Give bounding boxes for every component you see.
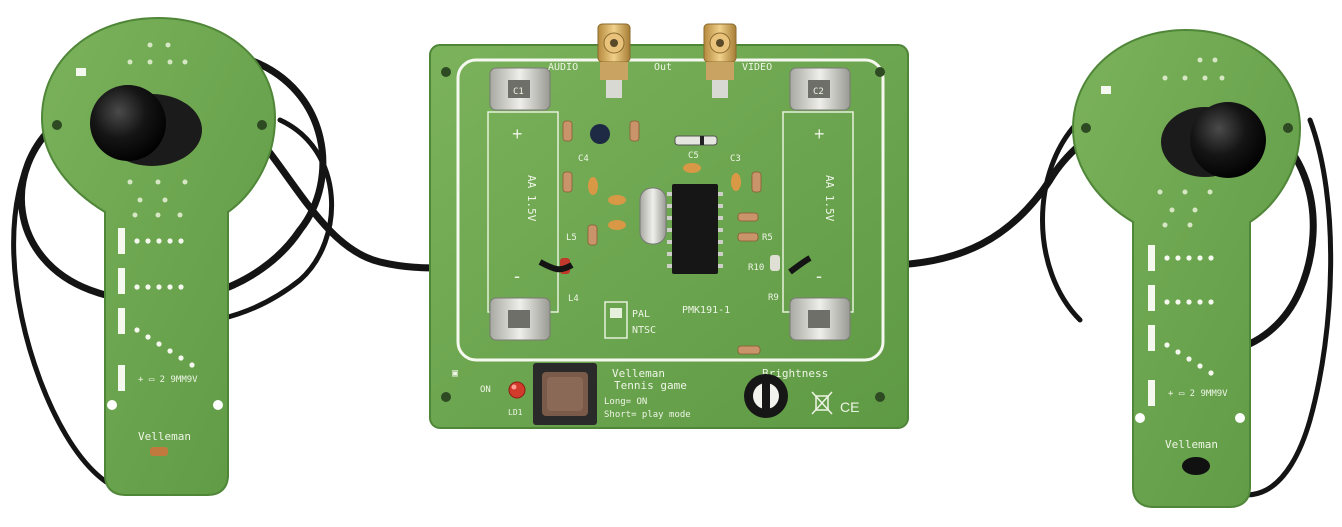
button-help-short: Short= play mode bbox=[604, 410, 691, 420]
out-label: Out bbox=[654, 62, 672, 73]
power-led bbox=[508, 381, 526, 399]
right-paddle-controller[interactable]: + ▭ 2 9MM9V Velleman bbox=[1071, 28, 1302, 508]
board-product-name: Tennis game bbox=[614, 379, 687, 392]
diode bbox=[674, 135, 718, 146]
corner-mark: ▣ bbox=[452, 368, 458, 379]
battery-label-c1: C1 bbox=[513, 87, 524, 97]
diode-band bbox=[700, 136, 704, 145]
chip-label: PMK191-1 bbox=[682, 305, 730, 316]
mount-hole bbox=[52, 120, 62, 130]
label-l4: L4 bbox=[568, 294, 579, 304]
jumper-pad bbox=[610, 308, 622, 318]
brightness-potentiometer[interactable] bbox=[744, 374, 788, 418]
right-paddle-grommet bbox=[1182, 457, 1210, 475]
right-paddle-brand: Velleman bbox=[1165, 438, 1218, 451]
left-battery-note: + ▭ 2 9MM9V bbox=[138, 375, 198, 385]
ic-pins bbox=[667, 192, 723, 268]
ceramic-capacitors bbox=[588, 163, 741, 230]
minus-sign-left: - bbox=[514, 266, 520, 286]
mount-hole bbox=[875, 67, 885, 77]
main-game-board: C1 C2 + + - - AA 1.5V AA 1.5V AUDIO Out … bbox=[429, 23, 909, 429]
solder-pads bbox=[1157, 57, 1225, 228]
mount-hole bbox=[1283, 123, 1293, 133]
rca-video-jack bbox=[703, 23, 737, 98]
label-l5: L5 bbox=[566, 233, 577, 243]
button-help-long: Long= ON bbox=[604, 397, 647, 407]
audio-label: AUDIO bbox=[548, 62, 578, 73]
left-paddle-controller[interactable]: + ▭ 2 9MM9V Velleman bbox=[40, 16, 277, 496]
plus-sign-left: + bbox=[512, 124, 523, 144]
mount-hole bbox=[875, 392, 885, 402]
mount-hole bbox=[107, 400, 117, 410]
crystal-oscillator bbox=[639, 187, 667, 245]
left-paddle-pcb bbox=[40, 16, 277, 496]
corner-marking bbox=[1101, 86, 1111, 94]
mount-hole bbox=[1081, 123, 1091, 133]
mount-hole bbox=[1135, 413, 1145, 423]
battery-label-c2: C2 bbox=[813, 87, 824, 97]
left-paddle-knob[interactable] bbox=[90, 85, 166, 161]
brightness-label: Brightness bbox=[762, 367, 828, 380]
battery-type-right: AA 1.5V bbox=[823, 175, 836, 222]
corner-marking bbox=[76, 68, 86, 76]
ce-mark: CE bbox=[840, 399, 859, 415]
weee-bin-icon bbox=[811, 391, 833, 415]
right-paddle-knob[interactable] bbox=[1190, 102, 1266, 178]
board-wire-left bbox=[538, 259, 574, 273]
label-r9: R9 bbox=[768, 293, 779, 303]
label-c3: C3 bbox=[730, 154, 741, 164]
right-score-leds bbox=[1148, 245, 1214, 406]
mount-hole bbox=[1235, 413, 1245, 423]
left-score-leds bbox=[118, 228, 195, 391]
label-pal: PAL bbox=[632, 309, 650, 320]
battery-type-left: AA 1.5V bbox=[525, 175, 538, 222]
label-r10: R10 bbox=[748, 263, 764, 273]
label-c4: C4 bbox=[578, 154, 589, 164]
resistors bbox=[562, 120, 762, 355]
mount-hole bbox=[257, 120, 267, 130]
right-battery-note: + ▭ 2 9MM9V bbox=[1168, 389, 1228, 399]
left-paddle-resistor bbox=[150, 447, 168, 456]
minus-sign-right: - bbox=[816, 266, 822, 286]
solder-pads bbox=[127, 42, 188, 218]
mount-hole bbox=[213, 400, 223, 410]
silkscreen-frame bbox=[456, 58, 885, 362]
power-play-button[interactable] bbox=[533, 363, 597, 425]
electrolytic-capacitor bbox=[590, 124, 610, 144]
label-ntsc: NTSC bbox=[632, 325, 656, 336]
led-label: LD1 bbox=[508, 408, 523, 417]
board-brand: Velleman bbox=[612, 367, 665, 380]
pal-ntsc-jumper bbox=[604, 301, 628, 339]
battery-clip-tab bbox=[508, 80, 830, 328]
board-wire-right bbox=[788, 255, 812, 275]
ic-chip bbox=[672, 184, 718, 274]
right-paddle-pcb bbox=[1071, 28, 1302, 508]
mount-hole bbox=[441, 67, 451, 77]
label-c5: C5 bbox=[688, 151, 699, 161]
video-label: VIDEO bbox=[742, 62, 772, 73]
white-resistor bbox=[770, 255, 780, 271]
left-paddle-brand: Velleman bbox=[138, 430, 191, 443]
rca-audio-jack bbox=[597, 23, 631, 98]
on-label: ON bbox=[480, 385, 491, 395]
plus-sign-right: + bbox=[814, 124, 825, 144]
mount-hole bbox=[441, 392, 451, 402]
label-r5: R5 bbox=[762, 233, 773, 243]
